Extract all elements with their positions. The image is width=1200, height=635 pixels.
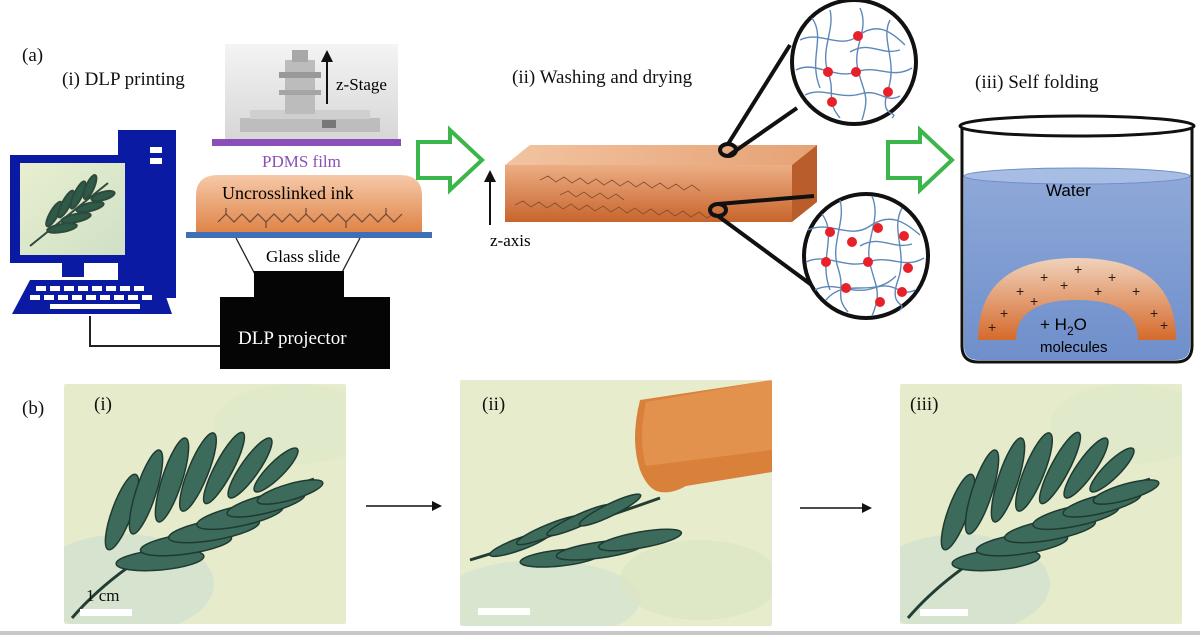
bottom-divider (0, 631, 1200, 635)
svg-text:+: + (1060, 277, 1068, 293)
photo-label-ii: (ii) (482, 394, 506, 415)
svg-text:+: + (1094, 283, 1102, 299)
scale-bar (920, 609, 968, 616)
svg-text:+: + (988, 319, 996, 335)
sequence-arrow-1 (366, 501, 442, 511)
pdms-film-label: PDMS film (262, 152, 341, 171)
process-schematic: z-Stage PDMS film Uncrosslinked ink Glas… (10, 0, 1196, 369)
panel-b-label: (b) (22, 398, 45, 419)
z-stage-photo (225, 44, 398, 140)
svg-text:+: + (1074, 261, 1082, 277)
ink-vat (186, 175, 432, 238)
leaf-photo-recovered: (iii) (900, 384, 1182, 624)
svg-text:+: + (1108, 269, 1116, 285)
panel-a-label: (a) (22, 45, 44, 66)
uncrosslinked-ink-label: Uncrosslinked ink (222, 183, 353, 203)
water-label: Water (1046, 181, 1091, 200)
molecules-label: molecules (1040, 339, 1108, 356)
step-2-title: (ii) Washing and drying (512, 67, 693, 88)
svg-text:+: + (1150, 305, 1158, 321)
step-3-title: (iii) Self folding (975, 72, 1099, 93)
scale-bar (80, 609, 132, 616)
step-1-title: (i) DLP printing (62, 69, 185, 90)
sparse-network-zoom (790, 0, 918, 126)
h2o-label: + H2O (1040, 315, 1087, 338)
z-axis-label: z-axis (490, 231, 531, 250)
dlp-projector-label: DLP projector (238, 328, 347, 349)
z-stage-label: z-Stage (336, 75, 387, 94)
svg-text:+: + (1132, 283, 1140, 299)
pdms-film (212, 139, 401, 146)
printed-strip (505, 145, 817, 222)
leaf-photo-touched: (ii) (460, 380, 772, 626)
photo-label-iii: (iii) (910, 394, 939, 415)
glass-slide-label: Glass slide (266, 247, 340, 266)
dense-network-zoom (802, 192, 930, 320)
process-arrow-1 (416, 125, 485, 195)
svg-text:+: + (1000, 305, 1008, 321)
svg-text:+: + (1016, 283, 1024, 299)
process-arrow-2 (886, 125, 955, 195)
dlp-projector (220, 271, 390, 369)
scale-bar (478, 608, 530, 615)
scale-bar-label: 1 cm (86, 586, 120, 605)
svg-text:+: + (1040, 269, 1048, 285)
photo-label-i: (i) (94, 394, 112, 415)
water-beaker: +++ +++ +++ +++ (958, 114, 1196, 364)
sequence-arrow-2 (800, 503, 872, 513)
svg-text:+: + (1030, 293, 1038, 309)
computer-icon (10, 130, 220, 347)
svg-text:+: + (1160, 317, 1168, 333)
leaf-photo-initial: (i) 1 cm (64, 384, 346, 624)
